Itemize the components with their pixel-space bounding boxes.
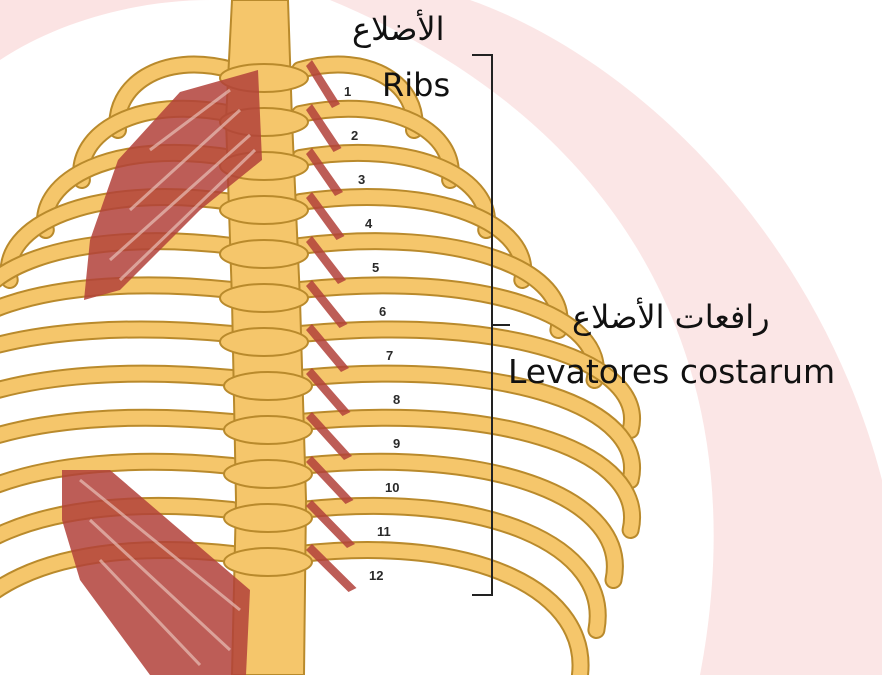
watermark-swoosh-left — [0, 0, 210, 60]
levatores-label-arabic: رافعات الأضلاع — [572, 298, 770, 336]
vertebra — [220, 328, 308, 356]
vertebra — [224, 504, 312, 532]
rib-number: 11 — [377, 524, 391, 539]
vertebra — [224, 460, 312, 488]
vertebra — [220, 240, 308, 268]
rib-number: 6 — [379, 304, 386, 319]
rib-number: 4 — [365, 216, 373, 231]
vertebra — [224, 548, 312, 576]
vertebra — [224, 416, 312, 444]
vertebra — [220, 284, 308, 312]
rib-number: 7 — [386, 348, 393, 363]
vertebra — [224, 372, 312, 400]
rib-number: 9 — [393, 436, 400, 451]
rib-number: 2 — [351, 128, 358, 143]
right-rib-fill — [300, 550, 581, 675]
rib-number: 5 — [372, 260, 379, 275]
vertebra — [220, 196, 308, 224]
rib-number: 12 — [369, 568, 383, 583]
rib-number: 1 — [344, 84, 351, 99]
rib-number: 10 — [385, 480, 399, 495]
ribs-label-english: Ribs — [382, 66, 450, 104]
right-rib — [300, 550, 581, 675]
rib-number: 8 — [393, 392, 400, 407]
ribs-label-arabic: الأضلاع — [352, 10, 445, 48]
rib-number: 3 — [358, 172, 365, 187]
levatores-label-english: Levatores costarum — [508, 352, 835, 391]
